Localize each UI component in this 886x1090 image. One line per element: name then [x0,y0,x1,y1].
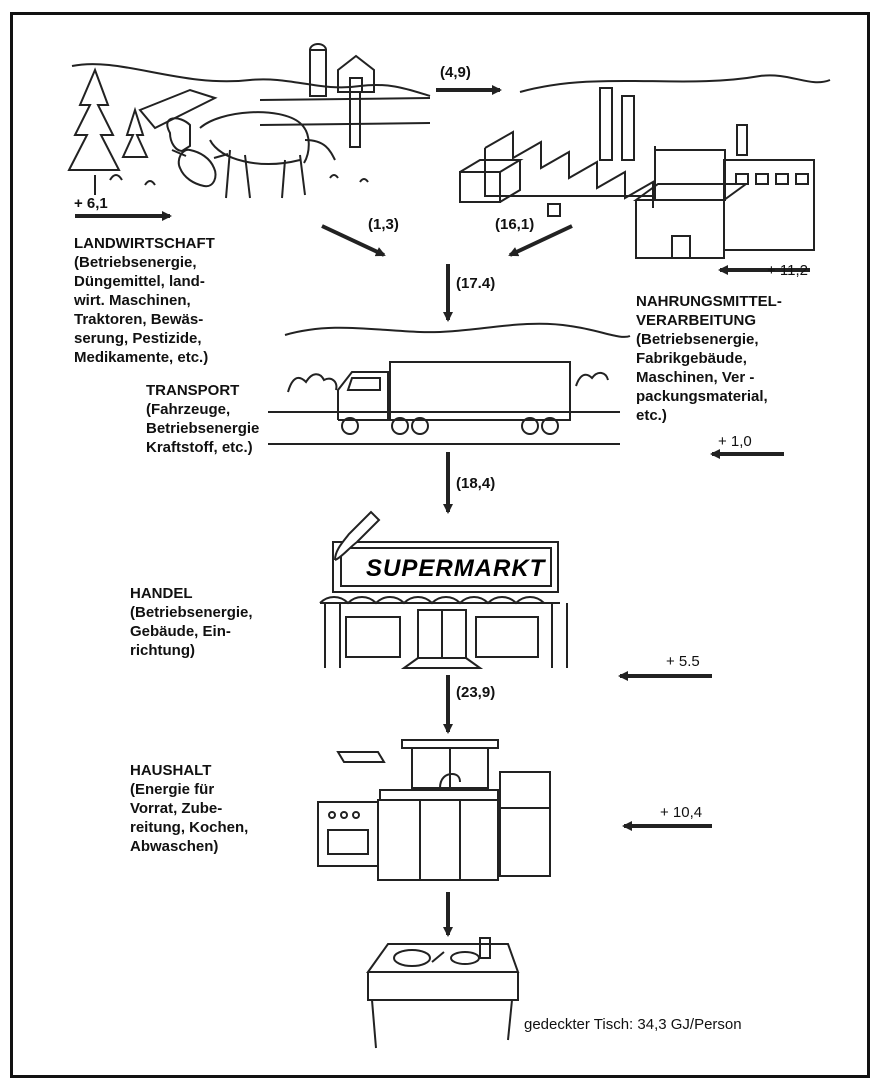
label-landwirtschaft: LANDWIRTSCHAFT (Betriebsenergie, Düngemi… [74,234,215,367]
value-factory-input: + 11,2 [767,262,808,279]
label-transport: TRANSPORT (Fahrzeuge, Betriebsenergie Kr… [146,381,259,457]
table-illustration [368,938,518,1048]
value-haushalt-input: + 10,4 [660,804,702,821]
label-handel: HANDEL (Betriebsenergie, Gebäude, Ein- r… [130,584,253,660]
value-sum-haushalt: (23,9) [456,684,495,701]
kitchen-illustration [318,740,550,880]
label-haushalt: HAUSHALT (Energie für Vorrat, Zube- reit… [130,761,248,856]
farm-illustration [69,44,430,198]
value-sum-transport: (17.4) [456,275,495,292]
value-factory-to-transport: (16,1) [495,216,534,233]
label-nahrungsmittelverarbeitung: NAHRUNGSMITTEL- VERARBEITUNG (Betriebsen… [636,292,782,425]
supermarket-illustration [320,512,567,668]
value-farm-to-transport: (1,3) [368,216,399,233]
value-sum-handel: (18,4) [456,475,495,492]
value-transport-input: + 1,0 [718,433,752,450]
truck-illustration [268,324,630,444]
value-farm-input: + 6,1 [74,195,108,212]
value-handel-input: + 5.5 [666,653,700,670]
supermarket-sign: SUPERMARKT [366,555,547,582]
label-gedeckter-tisch: gedeckter Tisch: 34,3 GJ/Person [524,1016,742,1033]
value-farm-to-factory: (4,9) [440,64,471,81]
